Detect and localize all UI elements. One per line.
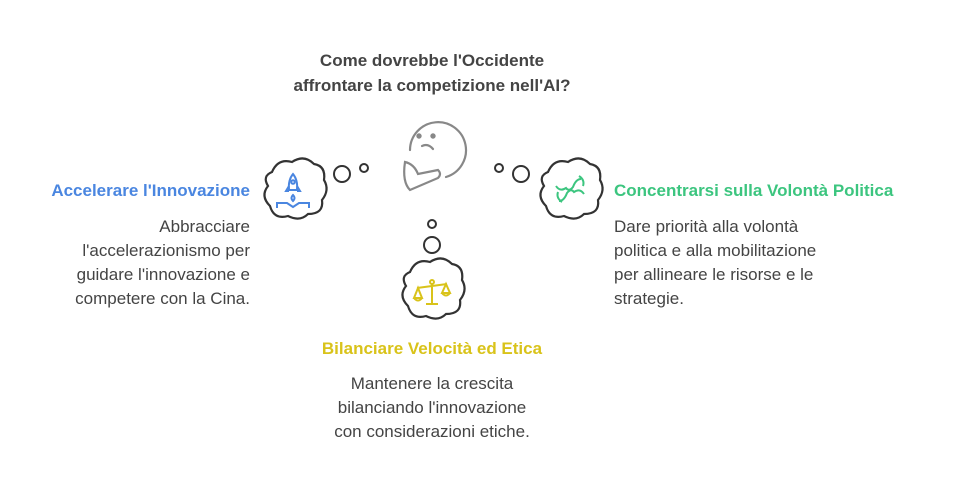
text-line: competere con la Cina. bbox=[75, 289, 250, 308]
bottom-heading: Bilanciare Velocità ed Etica bbox=[321, 339, 543, 358]
title-line: affrontare la competizione nell'AI? bbox=[293, 76, 571, 95]
thinking-face-icon bbox=[403, 121, 468, 192]
bottom-description: Mantenere la crescita bilanciando l'inno… bbox=[232, 372, 632, 444]
left-heading: Accelerare l'Innovazione bbox=[51, 181, 250, 200]
cloud-left bbox=[263, 157, 328, 220]
right-description: Dare priorità alla volontà politica e al… bbox=[614, 215, 816, 311]
handshake-icon bbox=[555, 175, 585, 203]
left-description: Abbracciare l'accelerazionismo per guida… bbox=[75, 215, 250, 311]
text-line: l'accelerazionismo per bbox=[82, 241, 250, 260]
rocket-icon bbox=[276, 172, 310, 209]
text-line: per allineare le risorse e le bbox=[614, 265, 814, 284]
cloud-bottom bbox=[401, 257, 466, 320]
diagram-title: Come dovrebbe l'Occidente affrontare la … bbox=[232, 48, 632, 98]
scale-icon bbox=[412, 279, 452, 305]
text-line: bilanciando l'innovazione bbox=[337, 398, 527, 417]
text-line: politica e alla mobilitazione bbox=[614, 241, 817, 260]
text-line: strategie. bbox=[614, 289, 684, 308]
text-line: Dare priorità alla volontà bbox=[614, 217, 799, 236]
text-line: Abbracciare bbox=[159, 217, 250, 236]
text-line: Mantenere la crescita bbox=[350, 374, 514, 393]
text-line: guidare l'innovazione e bbox=[76, 265, 250, 284]
title-line: Come dovrebbe l'Occidente bbox=[319, 51, 545, 70]
text-line: con considerazioni etiche. bbox=[334, 422, 530, 441]
thought-bubbles bbox=[333, 163, 530, 254]
right-heading: Concentrarsi sulla Volontà Politica bbox=[614, 181, 894, 200]
